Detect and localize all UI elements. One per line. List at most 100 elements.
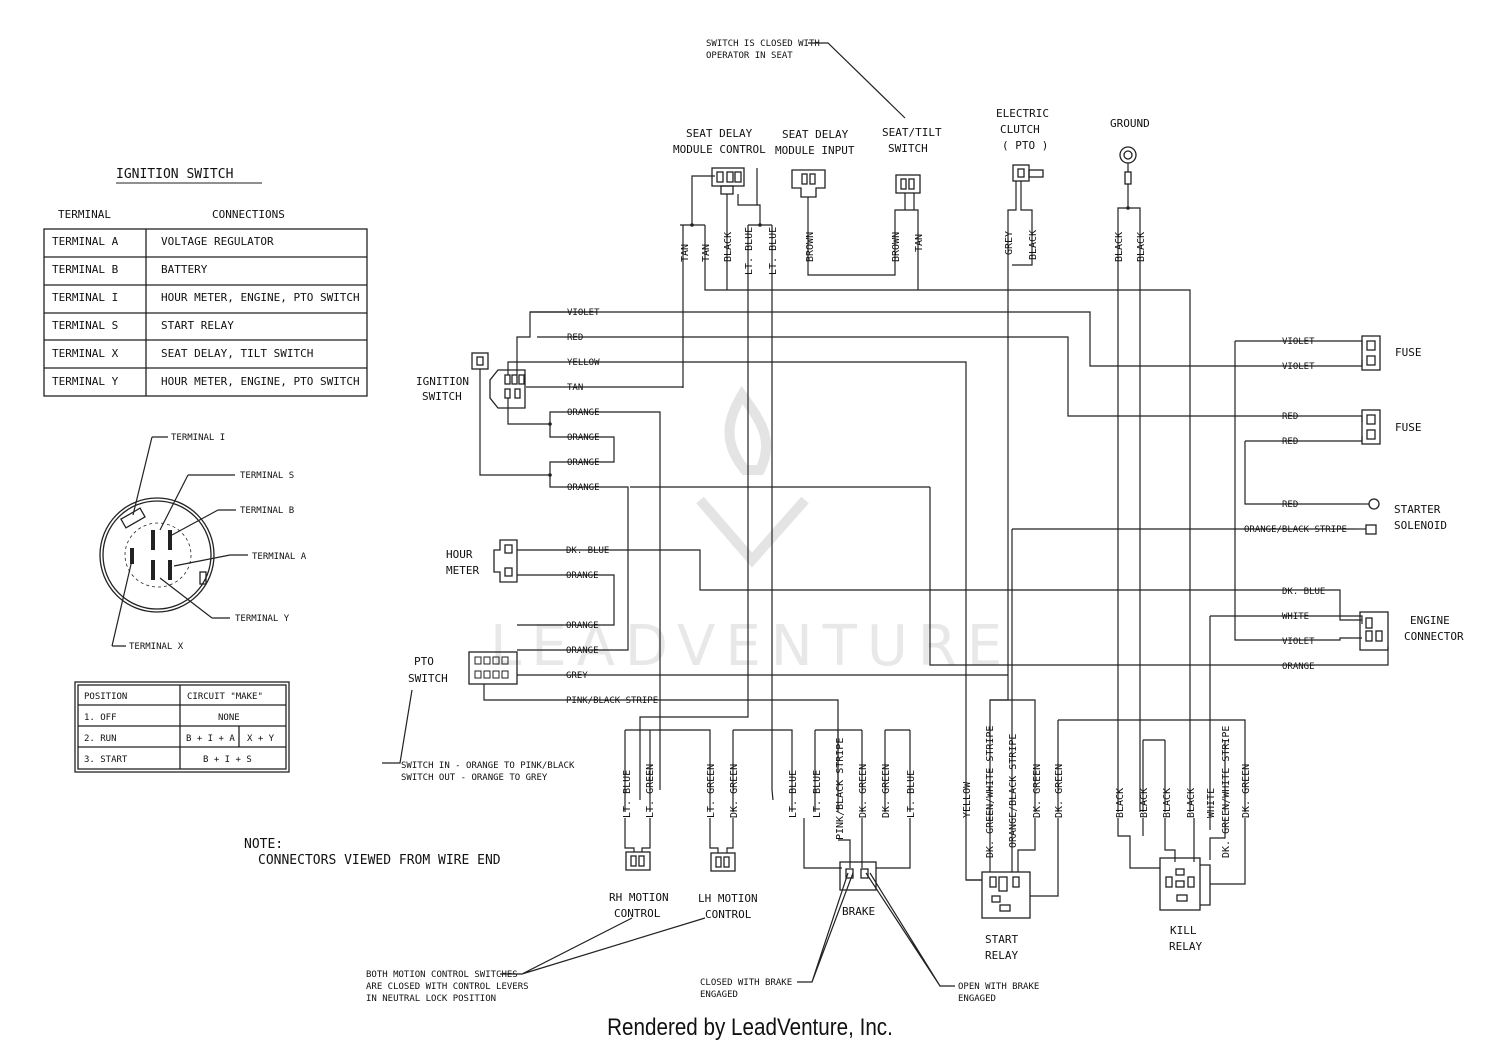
wire-label: LT. GREEN — [645, 764, 656, 818]
wire-label: DK. GREEN — [729, 764, 740, 818]
clutch-label2: CLUTCH — [1000, 123, 1040, 136]
fuse1-label: FUSE — [1395, 346, 1422, 359]
callout-text: BOTH MOTION CONTROL SWITCHES — [366, 970, 518, 980]
wire-label: PINK/BLACK STRIPE — [566, 696, 658, 706]
callout-text: CLOSED WITH BRAKE — [700, 978, 792, 988]
table-row-terminal: TERMINAL I — [52, 291, 118, 304]
wire-label: ORANGE — [567, 483, 600, 493]
top-labels: SEAT DELAY MODULE CONTROL SEAT DELAY MOD… — [673, 107, 1150, 157]
bottom-callouts: BOTH MOTION CONTROL SWITCHES ARE CLOSED … — [366, 872, 1039, 1004]
wire-label: DK. BLUE — [566, 546, 609, 556]
wire-label: BLACK — [1115, 788, 1126, 818]
wire-label: BLACK — [1136, 232, 1147, 262]
ignition-switch-connector: IGNITION SWITCH — [416, 352, 526, 409]
right-wires: VIOLET VIOLET RED RED RED ORANGE/BLACK S… — [630, 337, 1389, 812]
callout-text: ENGAGED — [700, 990, 738, 1000]
footer-credit: Rendered by LeadVenture, Inc. — [607, 1014, 893, 1041]
right-components: FUSE FUSE STARTER SOLENOID ENGINE CONNEC… — [1355, 335, 1464, 651]
wire-label: VIOLET — [1282, 337, 1315, 347]
wire-label: RED — [567, 333, 583, 343]
wire-label: ORANGE — [566, 646, 599, 656]
wire-label: ORANGE/BLACK STRIPE — [1244, 525, 1347, 535]
table-row-connection: BATTERY — [161, 263, 208, 276]
wire-label: ORANGE — [1282, 662, 1315, 672]
table-row-connection: HOUR METER, ENGINE, PTO SWITCH — [161, 375, 360, 388]
ignition-wires: VIOLET RED YELLOW TAN ORANGE ORANGE ORAN… — [479, 308, 1340, 881]
terminal-b-label: TERMINAL B — [240, 506, 294, 516]
note-title: NOTE: — [244, 837, 283, 852]
wire-label: DK. GREEN — [881, 764, 892, 818]
wire-label: VIOLET — [1282, 637, 1315, 647]
position-table: POSITION CIRCUIT "MAKE" 1. OFF NONE 2. R… — [74, 681, 290, 773]
wire-label: DK. GREEN — [1241, 764, 1252, 818]
wire-label: LT. BLUE — [768, 227, 779, 275]
starter-label2: SOLENOID — [1394, 519, 1447, 532]
ignition-table-title: IGNITION SWITCH — [116, 167, 233, 182]
starter-label: STARTER — [1394, 503, 1441, 516]
wire-label: BLACK — [1139, 788, 1150, 818]
wire-label: ORANGE/BLACK STRIPE — [1008, 734, 1019, 848]
start-relay-label: START — [985, 933, 1018, 946]
engine-label2: CONNECTOR — [1404, 630, 1464, 643]
wire-label: VIOLET — [567, 308, 600, 318]
clutch-label: ELECTRIC — [996, 107, 1049, 120]
wire-label: DK. GREEN/WHITE STRIPE — [985, 726, 996, 858]
wire-label: ORANGE — [566, 621, 599, 631]
position-header: POSITION — [84, 692, 127, 702]
wire-label: BLACK — [723, 232, 734, 262]
table-row-connection: HOUR METER, ENGINE, PTO SWITCH — [161, 291, 360, 304]
callout-text: SWITCH OUT - ORANGE TO GREY — [401, 773, 548, 783]
wire-label: LT. BLUE — [812, 770, 823, 818]
wire-label: TAN — [680, 244, 691, 262]
fuse2-label: FUSE — [1395, 421, 1422, 434]
callout-text: SWITCH IS CLOSED WITH — [706, 39, 820, 49]
wire-label: ORANGE — [566, 571, 599, 581]
ignition-label2: SWITCH — [422, 390, 462, 403]
table-row-terminal: TERMINAL S — [52, 319, 118, 332]
wire-label: BLACK — [1114, 232, 1125, 262]
callout-text: IN NEUTRAL LOCK POSITION — [366, 994, 496, 1004]
wire-label: LT. GREEN — [706, 764, 717, 818]
top-connectors — [711, 146, 1137, 198]
table-row-terminal: TERMINAL Y — [52, 375, 119, 388]
callout-text: ARE CLOSED WITH CONTROL LEVERS — [366, 982, 529, 992]
wire-label: ORANGE — [567, 433, 600, 443]
position-start: 3. START — [84, 755, 128, 765]
table-row-terminal: TERMINAL X — [52, 347, 119, 360]
ignition-switch-face: TERMINAL I TERMINAL S TERMINAL B TERMINA… — [99, 433, 307, 652]
circuit-run-1: B + I + A — [186, 734, 235, 744]
watermark-logo — [696, 385, 809, 568]
seat-delay-input-label2: MODULE INPUT — [775, 144, 855, 157]
terminal-s-label: TERMINAL S — [240, 471, 294, 481]
wire-label: WHITE — [1282, 612, 1309, 622]
terminal-y-label: TERMINAL Y — [235, 614, 290, 624]
seat-tilt-label: SEAT/TILT — [882, 126, 942, 139]
wire-label: RED — [1282, 412, 1298, 422]
position-off: 1. OFF — [84, 713, 117, 723]
terminal-x-label: TERMINAL X — [129, 642, 184, 652]
wire-label: TAN — [567, 383, 583, 393]
table-row-terminal: TERMINAL A — [52, 235, 119, 248]
bottom-wire-labels: LT. BLUE LT. GREEN LT. GREEN DK. GREEN L… — [622, 726, 1252, 858]
col-terminal: TERMINAL — [58, 208, 111, 221]
bottom-components: RH MOTION CONTROL LH MOTION CONTROL BRAK… — [609, 812, 1246, 962]
wire-label: RED — [1282, 437, 1298, 447]
wire-label: TAN — [701, 244, 712, 262]
rh-motion-label2: CONTROL — [614, 907, 661, 920]
brake-label: BRAKE — [842, 905, 875, 918]
top-wires — [639, 168, 1191, 812]
lh-motion-label: LH MOTION — [698, 892, 758, 905]
ground-label: GROUND — [1110, 117, 1150, 130]
ignition-label: IGNITION — [416, 375, 469, 388]
wire-label: YELLOW — [962, 781, 973, 818]
wire-label: RED — [1282, 500, 1298, 510]
wire-label: WHITE — [1206, 788, 1217, 818]
wire-label: BROWN — [805, 232, 816, 262]
table-row-connection: SEAT DELAY, TILT SWITCH — [161, 347, 313, 360]
kill-relay-label: KILL — [1170, 924, 1197, 937]
table-row-connection: START RELAY — [161, 319, 234, 332]
circuit-start: B + I + S — [203, 755, 252, 765]
wire-label: ORANGE — [567, 458, 600, 468]
wire-label: BLACK — [1186, 788, 1197, 818]
callout-text: OPERATOR IN SEAT — [706, 51, 793, 61]
